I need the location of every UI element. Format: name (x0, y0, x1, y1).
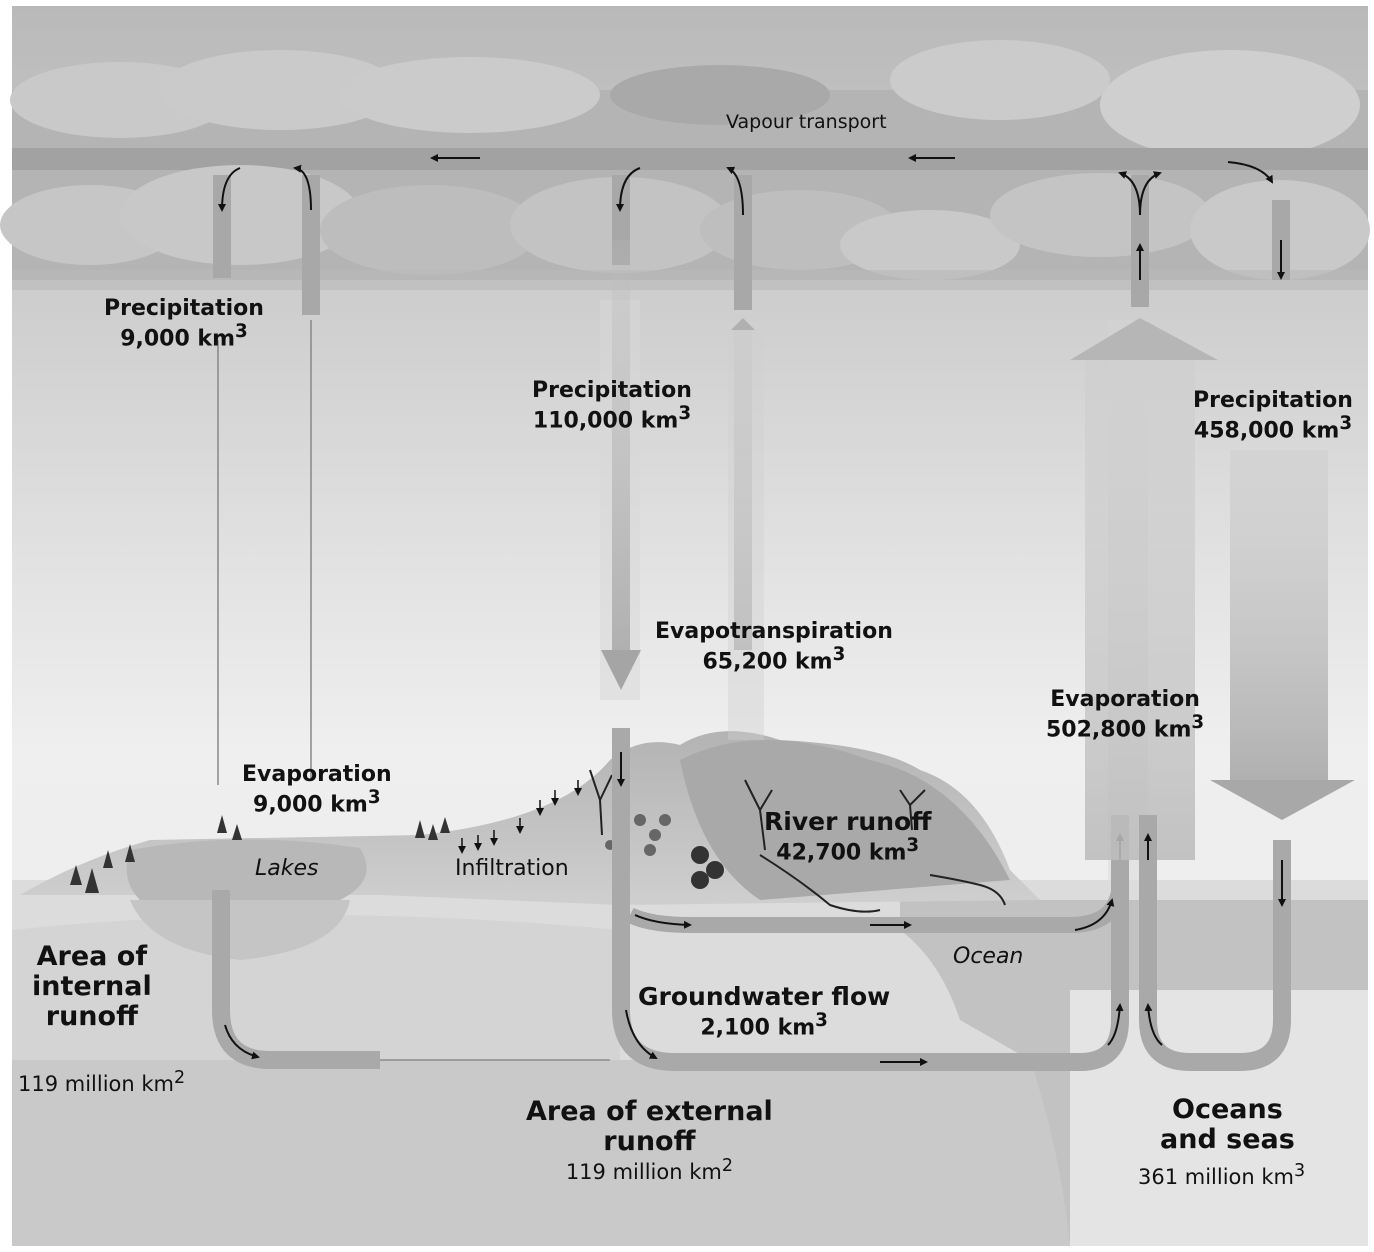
cloud-layer (0, 40, 1370, 290)
vapour-transport-label: Vapour transport (726, 112, 887, 133)
river-runoff-label: River runoff 42,700 km3 (764, 808, 931, 866)
precipitation-land-label: Precipitation 110,000 km3 (532, 379, 692, 434)
precipitation-internal-label: Precipitation 9,000 km3 (104, 297, 264, 352)
ocean-label: Ocean (953, 945, 1023, 970)
lake (127, 839, 367, 900)
external-runoff-area-label: Area of external runoff 119 million km2 (526, 1097, 773, 1185)
precipitation-ocean-label: Precipitation 458,000 km3 (1193, 389, 1353, 444)
internal-runoff-area-label: Area of internal runoff (32, 942, 152, 1033)
lakes-label: Lakes (255, 857, 318, 882)
groundwater-flow-label: Groundwater flow 2,100 km3 (638, 983, 890, 1041)
evapotranspiration-label: Evapotranspiration 65,200 km3 (655, 620, 893, 675)
oceans-seas-label: Oceans and seas (1160, 1095, 1295, 1155)
evaporation-ocean-label: Evaporation 502,800 km3 (1046, 688, 1204, 743)
evaporation-lakes-label: Evaporation 9,000 km3 (242, 763, 392, 818)
oceans-seas-value: 361 million km3 (1138, 1162, 1305, 1190)
infiltration-label: Infiltration (455, 857, 569, 882)
internal-runoff-area-value: 119 million km2 (18, 1069, 185, 1097)
